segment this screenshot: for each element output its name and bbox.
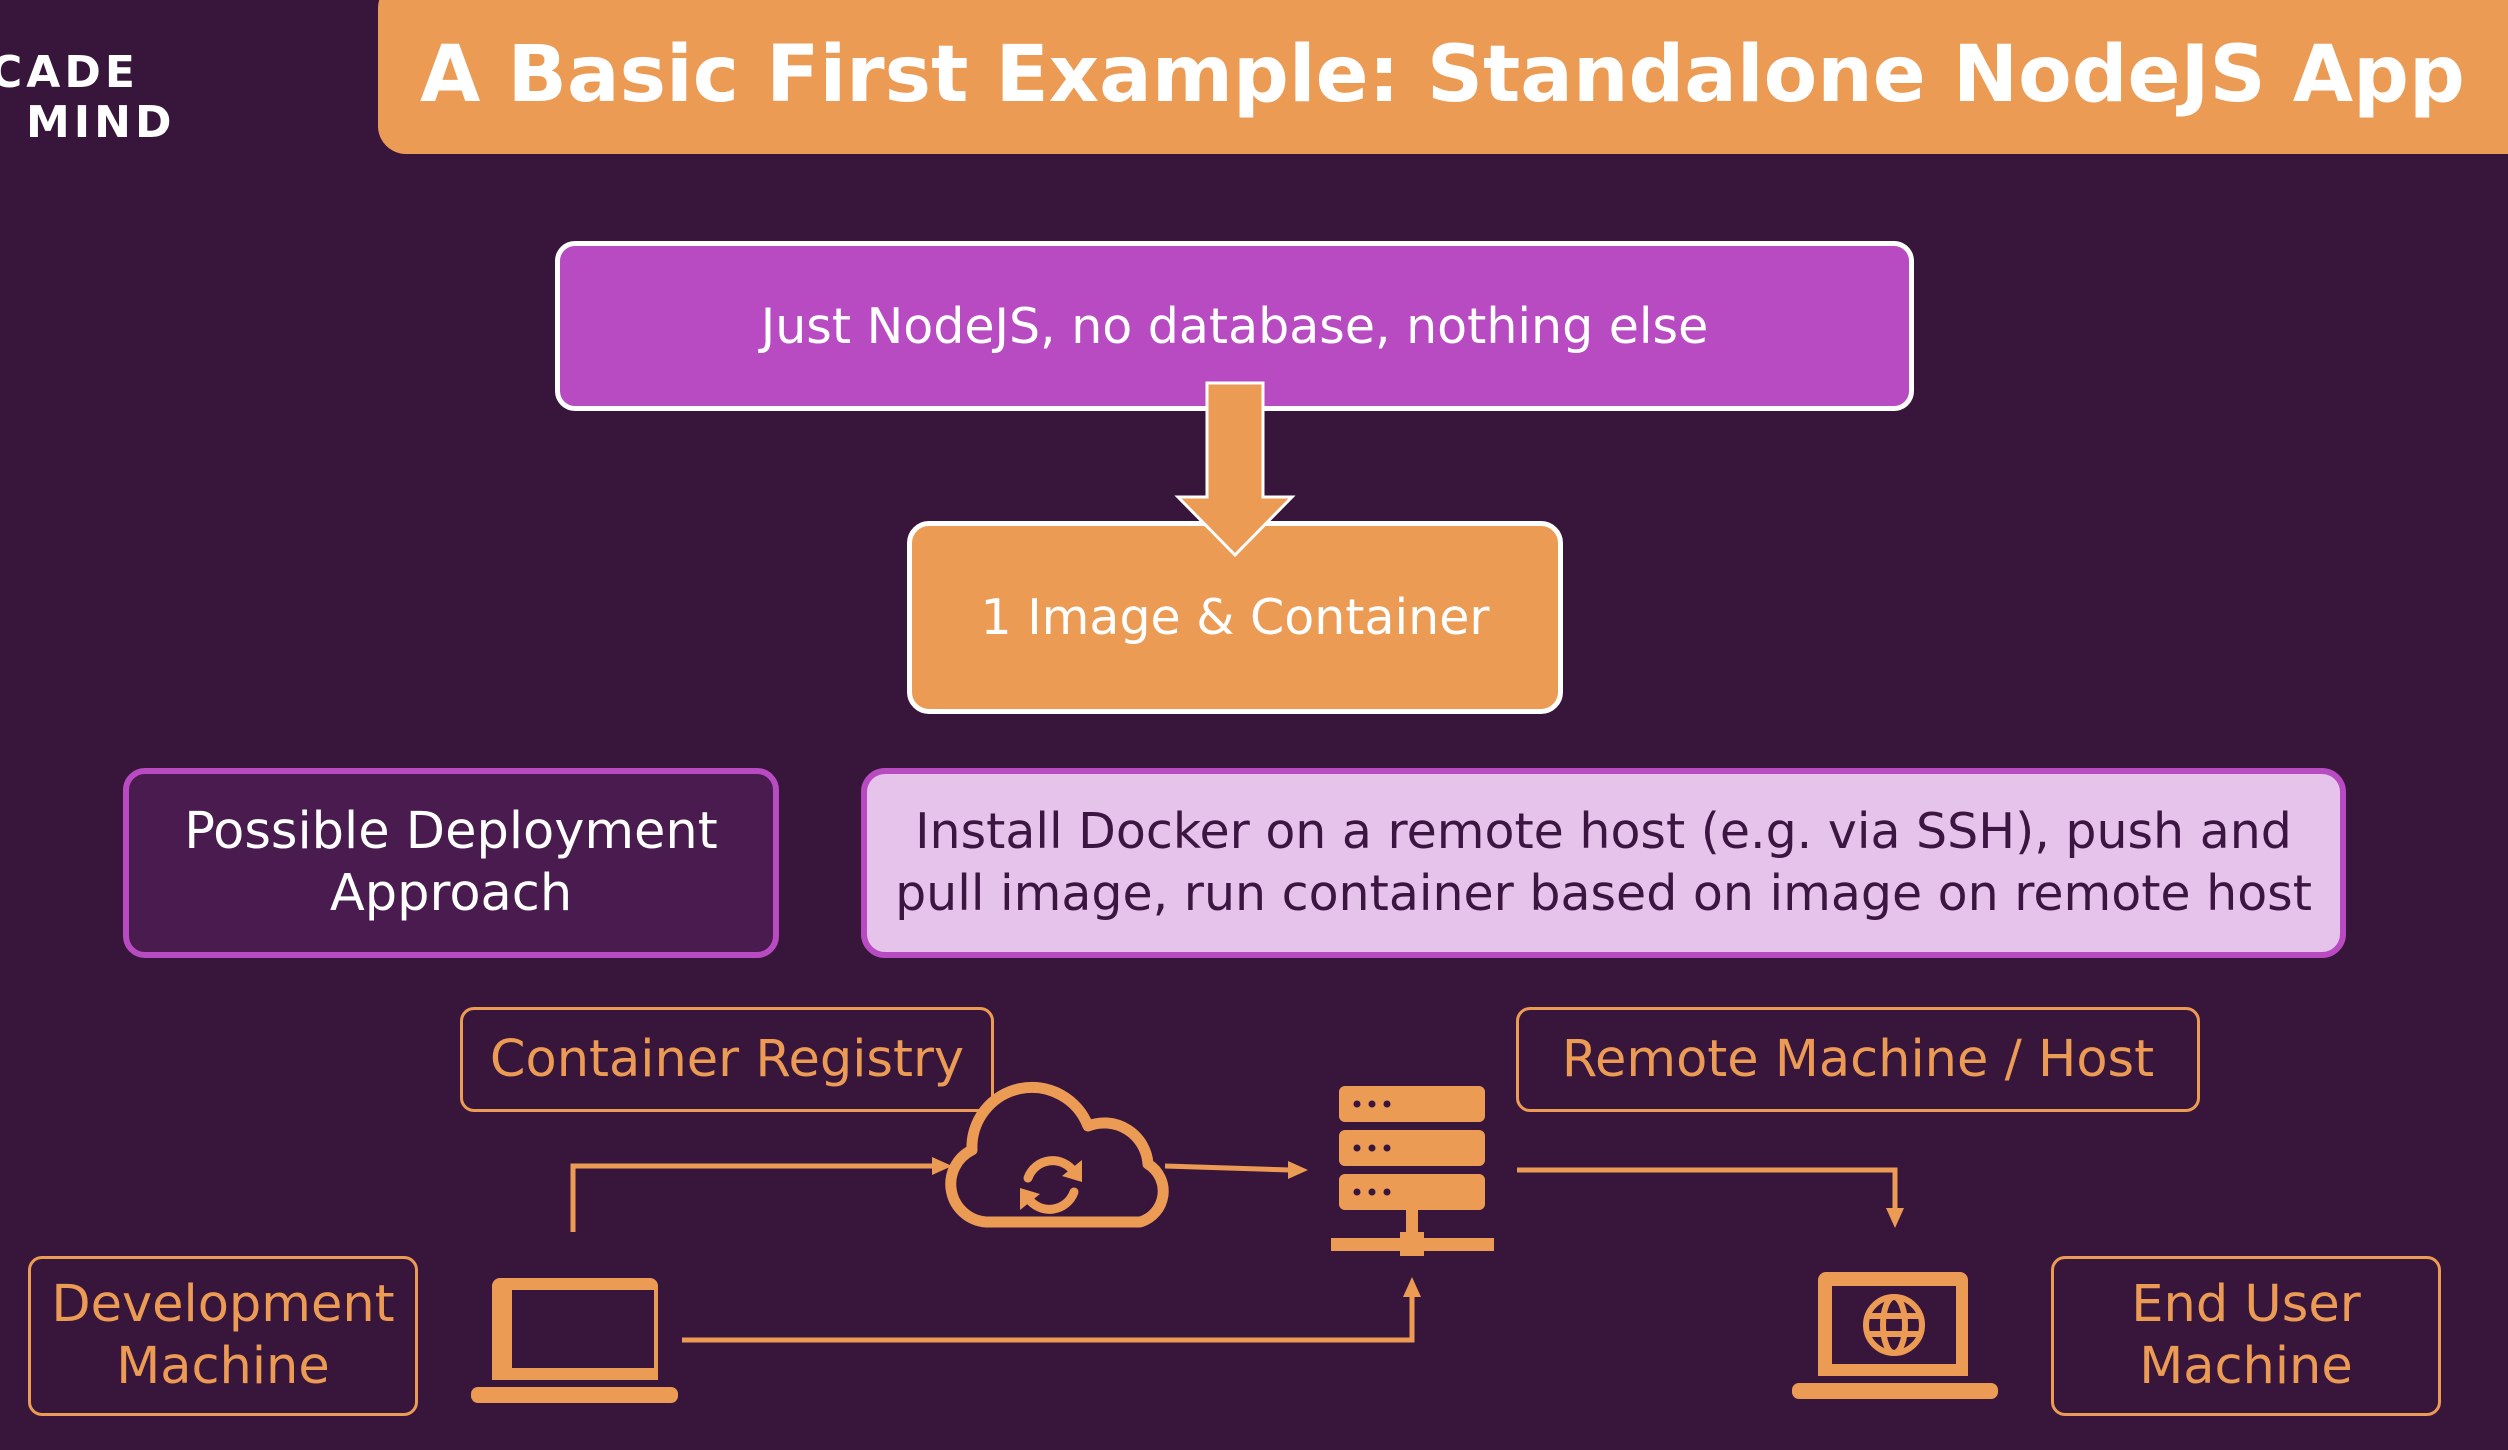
arrow-head-registry-to-server [1288,1161,1308,1179]
logo-line-2: MIND [26,97,176,148]
development-machine-label: Development Machine [28,1256,418,1416]
logo-line-1: CADE [0,47,139,98]
server-icon [1331,1086,1494,1256]
arrow-head-server-to-enduser [1886,1208,1904,1228]
arrow-server-to-enduser [1517,1167,1898,1210]
end-user-machine-label: End User Machine [2051,1256,2441,1416]
arrow-head-dev-to-registry [932,1157,952,1175]
arrow-dev-to-server [682,1295,1415,1343]
remote-machine-label: Remote Machine / Host [1516,1007,2200,1112]
arrow-registry-to-server [1164,1163,1291,1173]
arrow-head-dev-to-server [1403,1277,1421,1297]
title-banner [378,0,2508,154]
arrow-dev-to-registry [570,1163,935,1232]
container-registry-label: Container Registry [460,1007,994,1112]
deployment-approach-box: Possible Deployment Approach [123,768,779,958]
install-docker-box: Install Docker on a remote host (e.g. vi… [861,768,2346,958]
academind-logo: CADE MIND [0,48,176,148]
down-arrow [1174,381,1296,558]
laptop-globe-icon [1792,1272,1998,1399]
laptop-icon [471,1278,678,1403]
cloud-sync-icon [945,1081,1169,1228]
page-title: A Basic First Example: Standalone NodeJS… [420,30,2465,120]
sync-arrows-icon [1023,1156,1079,1214]
globe-icon [1863,1294,1925,1356]
